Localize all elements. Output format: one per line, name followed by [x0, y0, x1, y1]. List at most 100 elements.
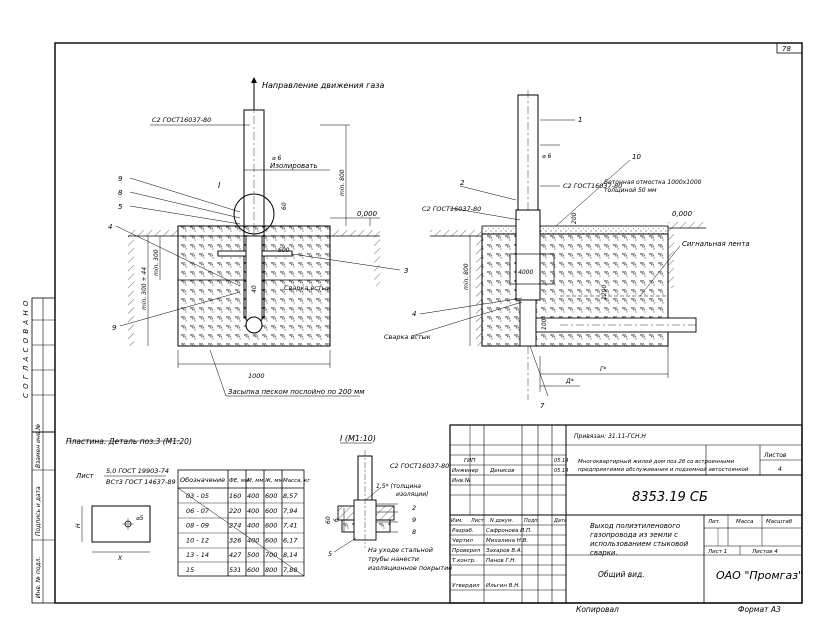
right-pipe-std-2: С2 ГОСТ16037-80 — [422, 205, 481, 213]
tb-sheets-4: Листов 4 — [751, 549, 778, 555]
plate-detail — [66, 440, 180, 553]
detail-one-bottom-2: трубы нанести — [368, 555, 419, 563]
left-d1000: 1000 — [248, 372, 265, 380]
left-min300: min. 300 — [153, 249, 160, 276]
left-d600: 600 — [278, 247, 290, 254]
right-d: Д* — [565, 378, 574, 385]
tb-role-name: Захаров В.А. — [486, 548, 523, 554]
tb-project-2: предприятиями обслуживания и подземной а… — [578, 467, 749, 473]
spec-table — [177, 469, 305, 577]
tb-role: Т.контр. — [452, 558, 476, 564]
spec-cell: 160 — [229, 492, 241, 500]
left-d6: ⌀ 6 — [272, 155, 282, 162]
spec-cell: 700 — [265, 551, 277, 559]
callout-I: I — [218, 181, 221, 190]
detail-one-callout-8: 8 — [412, 528, 416, 536]
spec-cell: 600 — [265, 507, 277, 515]
detail-one-dim-60: 60 — [325, 516, 332, 524]
tb-mass: Масса — [736, 519, 754, 525]
right-callout-4: 4 — [412, 310, 416, 318]
tb-ref: Привязан: 31.11-ГСН.Н — [574, 433, 646, 440]
detail-one-title: I (М1:10) — [340, 434, 376, 443]
detail-one-note-15: 1,5* (толщина — [376, 483, 421, 490]
spec-cell: 6,17 — [283, 536, 298, 544]
callout-4: 4 — [108, 223, 112, 231]
tb-desc-1: Выход полиэтиленового — [590, 522, 680, 530]
tb-col-izm: Изм. — [451, 518, 463, 524]
tb-role: Проверил — [452, 548, 481, 554]
spec-cell: 274 — [229, 522, 241, 530]
side-stamp: Взамен инв.№ Подпись и дата Инв. № подл. — [31, 423, 56, 604]
detail-one-callout-9: 9 — [412, 516, 416, 524]
plate-std-top: 5,0 ГОСТ 19903-74 — [106, 467, 169, 475]
right-d100: 100 — [541, 318, 548, 330]
callout-9b: 9 — [112, 324, 117, 332]
plate-dim-x: X — [117, 555, 123, 562]
right-view-labels: 1 ⌀ 6 2 С2 ГОСТ16037-80 С2 ГОСТ16037-80 … — [384, 116, 750, 410]
right-ground-mark: 0,000 — [672, 210, 693, 218]
gas-direction-label: Направление движения газа — [262, 81, 384, 90]
tb-lit: Лит. — [707, 519, 721, 525]
tb-desc-4: сварки. — [590, 549, 618, 557]
spec-cell: 220 — [229, 507, 241, 515]
tb-desc-3: использованием стыковой — [590, 540, 689, 548]
right-d200: 200 — [571, 212, 578, 224]
right-weld-label: Сварка встык — [384, 333, 431, 341]
detail-one — [333, 442, 398, 553]
spec-cell: 326 — [229, 536, 241, 544]
left-ground-mark: 0,000 — [357, 210, 378, 218]
detail-one-callout-2: 2 — [412, 504, 416, 512]
tb-date1: 05.14 — [554, 458, 568, 464]
right-d4000: 4000 — [518, 269, 533, 276]
concrete-note-1: Бетонная отмостка 1000х1000 — [604, 179, 702, 186]
copied-label: Копировал — [576, 605, 619, 614]
plate-title: Пластина. Деталь поз.3 (М1:20) — [66, 437, 192, 446]
spec-cell: 7,94 — [283, 507, 297, 515]
right-callout-10: 10 — [632, 153, 641, 161]
spec-table-text: Обозначение ФЕ, мм М, мм Ж, мм Масса, кг… — [180, 476, 310, 574]
plate-sheet-prefix: Лист — [75, 472, 95, 480]
right-d6: ⌀ 6 — [542, 153, 552, 160]
tb-sheet-label: Лист 1 — [707, 549, 727, 555]
stamp-inventory: Инв. № подл. — [35, 557, 42, 598]
detail-one-dim-6: 6 — [333, 518, 340, 522]
spec-cell: 08 - 09 — [186, 522, 209, 530]
tb-col-sign: Подп. — [524, 518, 539, 524]
detail-one-bottom-1: На уходе стальной — [368, 546, 433, 554]
left-min300-44: min. 300 + 44 — [141, 267, 148, 310]
isolate-label: Изолировать — [270, 162, 318, 170]
callout-5: 5 — [118, 203, 123, 211]
tb-gip: ГИП — [464, 458, 475, 464]
right-d1200: 1200 — [601, 285, 608, 300]
detail-one-callout-5: 5 — [328, 550, 332, 558]
left-section-view — [115, 77, 401, 397]
callout-8: 8 — [118, 189, 123, 197]
tb-project-1: Многоквартирный жилой дом поз.2б со встр… — [578, 459, 735, 465]
spec-cell: 8,14 — [283, 551, 297, 559]
tb-date2: 05.14 — [554, 468, 568, 474]
spec-cell: 15 — [186, 566, 194, 574]
spec-cell: 531 — [229, 566, 241, 574]
plate-dim-h: H — [75, 523, 82, 528]
spec-cell: 7,41 — [283, 522, 297, 530]
approval-label: С О Г Л А С О В А Н О — [22, 300, 30, 398]
tb-view: Общий вид. — [598, 570, 645, 579]
tb-role-name: Ильгин В.Н. — [486, 583, 520, 589]
left-weld-label: Сварка встык — [284, 284, 331, 292]
right-pipe-std-1: С2 ГОСТ16037-80 — [563, 182, 622, 190]
tb-org: ОАО "Промгаз" — [716, 569, 803, 582]
left-pipe-std: С2 ГОСТ16037-80 — [152, 116, 211, 124]
spec-head-2: М, мм — [247, 478, 264, 484]
tb-role: Чертил — [452, 538, 473, 544]
tb-sheets-label: Листов — [763, 452, 787, 459]
spec-cell: 600 — [247, 566, 259, 574]
tb-role-name: Сафронова И.П. — [486, 528, 532, 534]
title-block — [449, 424, 803, 604]
signal-tape-label: Сигнальная лента — [682, 240, 750, 248]
spec-head-4: Масса, кг — [283, 478, 310, 484]
stamp-replace: Взамен инв.№ — [35, 423, 42, 468]
